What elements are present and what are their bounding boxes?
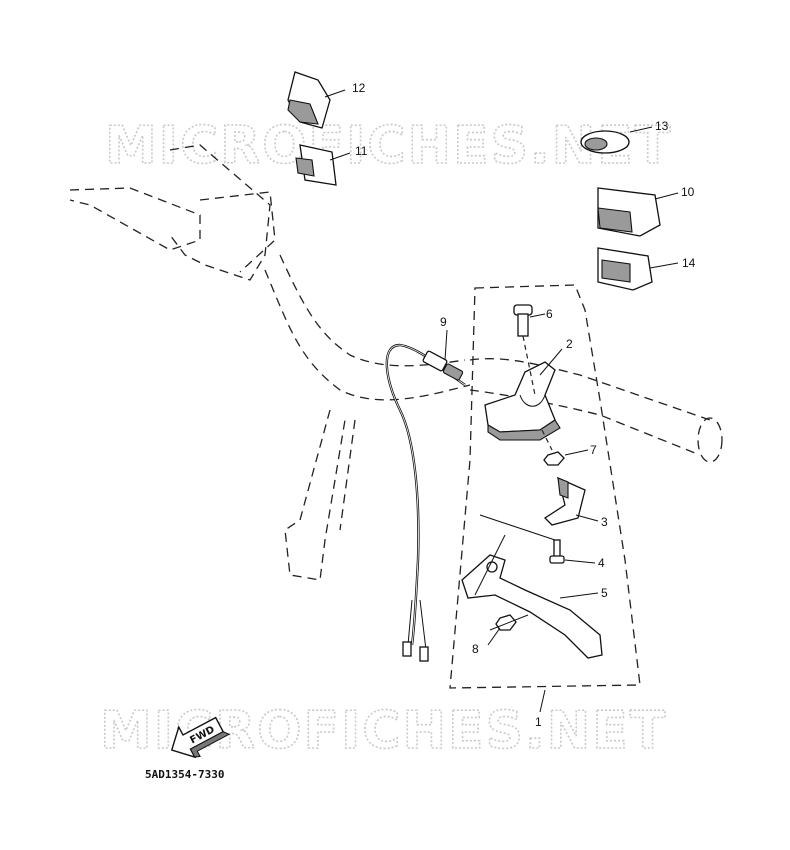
watermark-top: MICROFICHES.NET <box>105 116 672 176</box>
callout-7: 7 <box>590 443 597 457</box>
callout-8: 8 <box>472 642 479 656</box>
callout-6: 6 <box>546 307 553 321</box>
callout-14: 14 <box>682 256 696 270</box>
callout-9: 9 <box>440 315 447 329</box>
callout-3: 3 <box>601 515 608 529</box>
switch-part-10 <box>597 187 661 237</box>
callout-11: 11 <box>355 144 368 158</box>
callout-2: 2 <box>566 337 573 351</box>
screw-part-4 <box>549 539 565 564</box>
switch-part-14 <box>597 247 653 291</box>
switch-part-12 <box>287 71 331 129</box>
assembly-box <box>449 284 641 689</box>
lever-part-5 <box>461 514 603 659</box>
bolt-part-6 <box>513 304 536 396</box>
callout-1: 1 <box>535 715 542 729</box>
callout-5: 5 <box>601 586 608 600</box>
fwd-arrow-icon: FWD <box>170 716 231 759</box>
callout-labels: 12 11 13 10 14 6 2 9 7 3 4 5 8 1 <box>352 81 696 729</box>
lever-holder-part-2 <box>484 361 561 441</box>
nut-part-8 <box>489 614 529 631</box>
switch-part-13 <box>580 130 630 154</box>
bracket-part-3 <box>543 476 586 526</box>
callout-leaders <box>324 89 679 713</box>
diagram-code: 5AD1354-7330 <box>145 768 224 781</box>
callout-13: 13 <box>655 119 669 133</box>
callout-4: 4 <box>598 556 605 570</box>
handlebar-outline <box>69 144 723 581</box>
nut-part-7 <box>541 429 565 466</box>
callout-10: 10 <box>681 185 695 199</box>
cable-part-9 <box>385 343 466 662</box>
callout-12: 12 <box>352 81 366 95</box>
switch-part-11 <box>295 144 337 186</box>
